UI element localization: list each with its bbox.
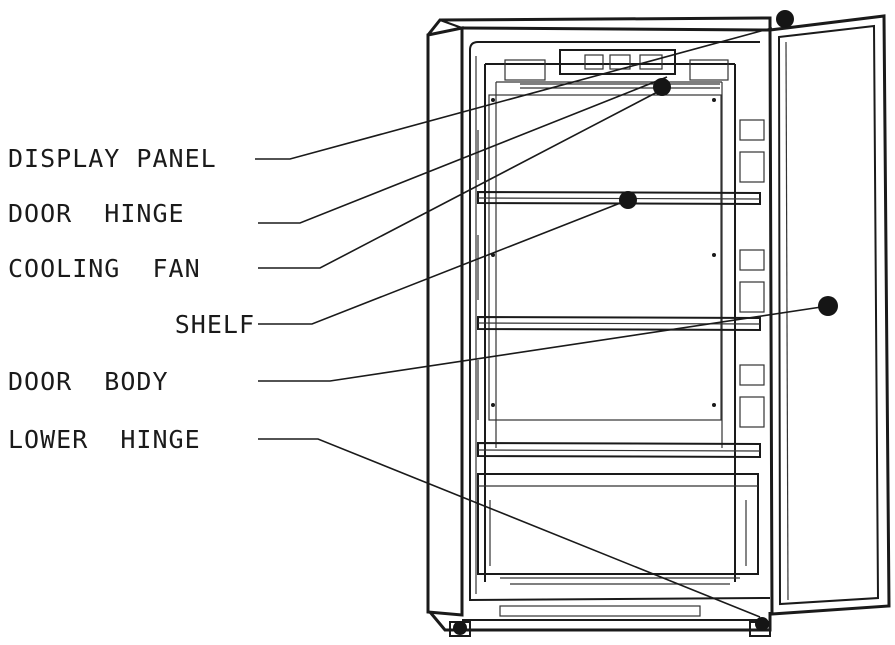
door — [768, 14, 891, 616]
base — [428, 605, 772, 637]
label-cooling-fan: COOLING FAN — [8, 254, 201, 283]
screw-icon — [712, 403, 716, 407]
leader-lower-hinge — [258, 438, 761, 618]
door-body-dot — [818, 296, 838, 316]
shelf-dot — [619, 191, 637, 209]
hinge-dot-top — [776, 10, 794, 28]
lower-hinge-dot — [755, 617, 769, 631]
label-shelf: SHELF — [175, 310, 255, 339]
leader-door-hinge — [258, 76, 668, 224]
shelf — [477, 315, 761, 332]
bottom-drawer — [477, 473, 759, 585]
shelf — [477, 190, 761, 206]
screw-icon — [712, 98, 716, 102]
leader-door-body — [258, 305, 829, 382]
label-lower-hinge: LOWER HINGE — [8, 425, 201, 454]
fan-dot — [653, 78, 671, 96]
screw-icon — [491, 98, 495, 102]
leader-display-panel — [255, 27, 773, 160]
foot-dot — [453, 621, 467, 635]
screw-icon — [491, 403, 495, 407]
screw-icon — [712, 253, 716, 257]
label-door-hinge: DOOR HINGE — [8, 199, 185, 228]
leader-shelf — [258, 199, 629, 325]
label-door-body: DOOR BODY — [8, 367, 169, 396]
leader-lines — [255, 27, 829, 618]
shelf — [477, 441, 761, 459]
cabinet — [426, 16, 772, 617]
label-display-panel: DISPLAY PANEL — [8, 144, 217, 173]
leader-cooling-fan — [258, 86, 668, 269]
